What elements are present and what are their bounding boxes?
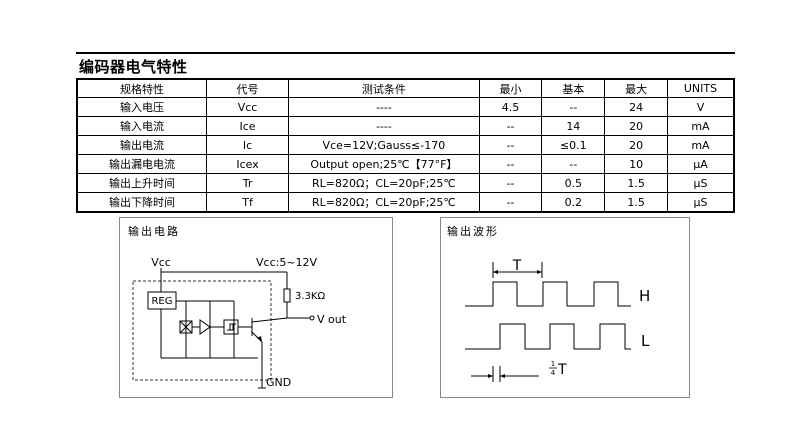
col-header: 最小 (478, 78, 543, 98)
table-cell: ≤0.1 (541, 135, 606, 155)
table-cell: Ic (205, 135, 290, 155)
table-row: 输出上升时间 Tr RL=820Ω；CL=20pF;25℃ -- 0.5 1.5… (76, 173, 735, 193)
waveform-diagram: T H L 1 4 T (465, 258, 650, 382)
table-cell: -- (478, 116, 543, 136)
table-cell: -- (541, 97, 606, 117)
col-header: 基本 (541, 78, 606, 98)
table-cell: -- (478, 192, 543, 213)
table-row: 输出下降时间 Tf RL=820Ω；CL=20pF;25℃ -- 0.2 1.5… (76, 192, 735, 213)
arrow-right-icon (537, 270, 542, 274)
table-cell: RL=820Ω；CL=20pF;25℃ (288, 192, 480, 213)
table-row: 输入电压 Vcc ---- 4.5 -- 24 V (76, 97, 735, 117)
table-cell: -- (478, 135, 543, 155)
reg-label: REG (151, 296, 172, 307)
table-cell: 输出漏电电流 (76, 154, 207, 174)
supply-label: Vcc:5~12V (256, 256, 318, 269)
table-cell: ---- (288, 116, 480, 136)
table-cell: 0.5 (541, 173, 606, 193)
table-cell: Ice (205, 116, 290, 136)
emitter-arrow (257, 336, 262, 342)
table-cell: 10 (604, 154, 668, 174)
quarter-numerator: 1 (551, 360, 555, 368)
table-cell: 20 (604, 116, 668, 136)
table-cell: Vce=12V;Gauss≤-170 (288, 135, 480, 155)
table-cell: 1.5 (604, 173, 668, 193)
table-row: 输入电流 Ice ---- -- 14 20 mA (76, 116, 735, 136)
table-cell: Vcc (205, 97, 290, 117)
quarter-period-label: T (557, 362, 567, 378)
vout-terminal (309, 315, 315, 321)
table-cell: mA (666, 116, 735, 136)
page-title: 编码器电气特性 (79, 58, 188, 76)
table-cell: 输入电流 (76, 116, 207, 136)
vcc-label: Vcc (151, 256, 171, 269)
waveform-title: 输出波形 (447, 225, 499, 238)
table-cell: 输出下降时间 (76, 192, 207, 213)
spec-table: 规格特性 代号 测试条件 最小 基本 最大 UNITS 输入电压 Vcc ---… (76, 78, 735, 213)
table-cell: RL=820Ω；CL=20pF;25℃ (288, 173, 480, 193)
table-cell: Tf (205, 192, 290, 213)
table-header-row: 规格特性 代号 测试条件 最小 基本 最大 UNITS (76, 78, 735, 98)
arrow-right-icon (488, 374, 493, 378)
table-cell: 24 (604, 97, 668, 117)
col-header: 规格特性 (76, 78, 207, 98)
table-row: 输出电流 Ic Vce=12V;Gauss≤-170 -- ≤0.1 20 mA (76, 135, 735, 155)
table-cell: μA (666, 154, 735, 174)
resistor-label: 3.3KΩ (295, 291, 325, 302)
table-cell: 1.5 (604, 192, 668, 213)
table-cell: mA (666, 135, 735, 155)
table-cell: 20 (604, 135, 668, 155)
table-cell: -- (478, 154, 543, 174)
table-row: 输出漏电电流 Icex Output open;25℃【77°F】 -- -- … (76, 154, 735, 174)
col-header: 代号 (205, 78, 290, 98)
arrow-left-icon (500, 374, 505, 378)
circuit-title: 输出电路 (128, 225, 180, 238)
quarter-denominator: 4 (551, 369, 556, 377)
title-rule (76, 52, 735, 54)
table-cell: 0.2 (541, 192, 606, 213)
table-cell: 14 (541, 116, 606, 136)
table-cell: 输出上升时间 (76, 173, 207, 193)
circuit-diagram: Vcc Vcc:5~12V REG 3.3KΩ V out GND (132, 256, 347, 389)
table-cell: ---- (288, 97, 480, 117)
low-label: L (641, 332, 650, 350)
table-cell: μS (666, 192, 735, 213)
table-cell: 输出电流 (76, 135, 207, 155)
table-cell: Output open;25℃【77°F】 (288, 154, 480, 174)
col-header: 测试条件 (288, 78, 480, 98)
table-cell: 输入电压 (76, 97, 207, 117)
table-cell: V (666, 97, 735, 117)
period-label: T (512, 258, 522, 274)
table-cell: μS (666, 173, 735, 193)
table-cell: -- (541, 154, 606, 174)
table-cell: Tr (205, 173, 290, 193)
waveform-panel: 输出波形 T H L 1 4 T (440, 217, 690, 398)
col-header: UNITS (666, 78, 735, 98)
table-cell: 4.5 (478, 97, 543, 117)
table-cell: -- (478, 173, 543, 193)
vout-label: V out (317, 313, 347, 326)
high-label: H (639, 287, 650, 305)
arrow-left-icon (493, 270, 498, 274)
gnd-label: GND (266, 376, 291, 389)
circuit-panel: 输出电路 (119, 217, 393, 398)
col-header: 最大 (604, 78, 668, 98)
table-cell: Icex (205, 154, 290, 174)
